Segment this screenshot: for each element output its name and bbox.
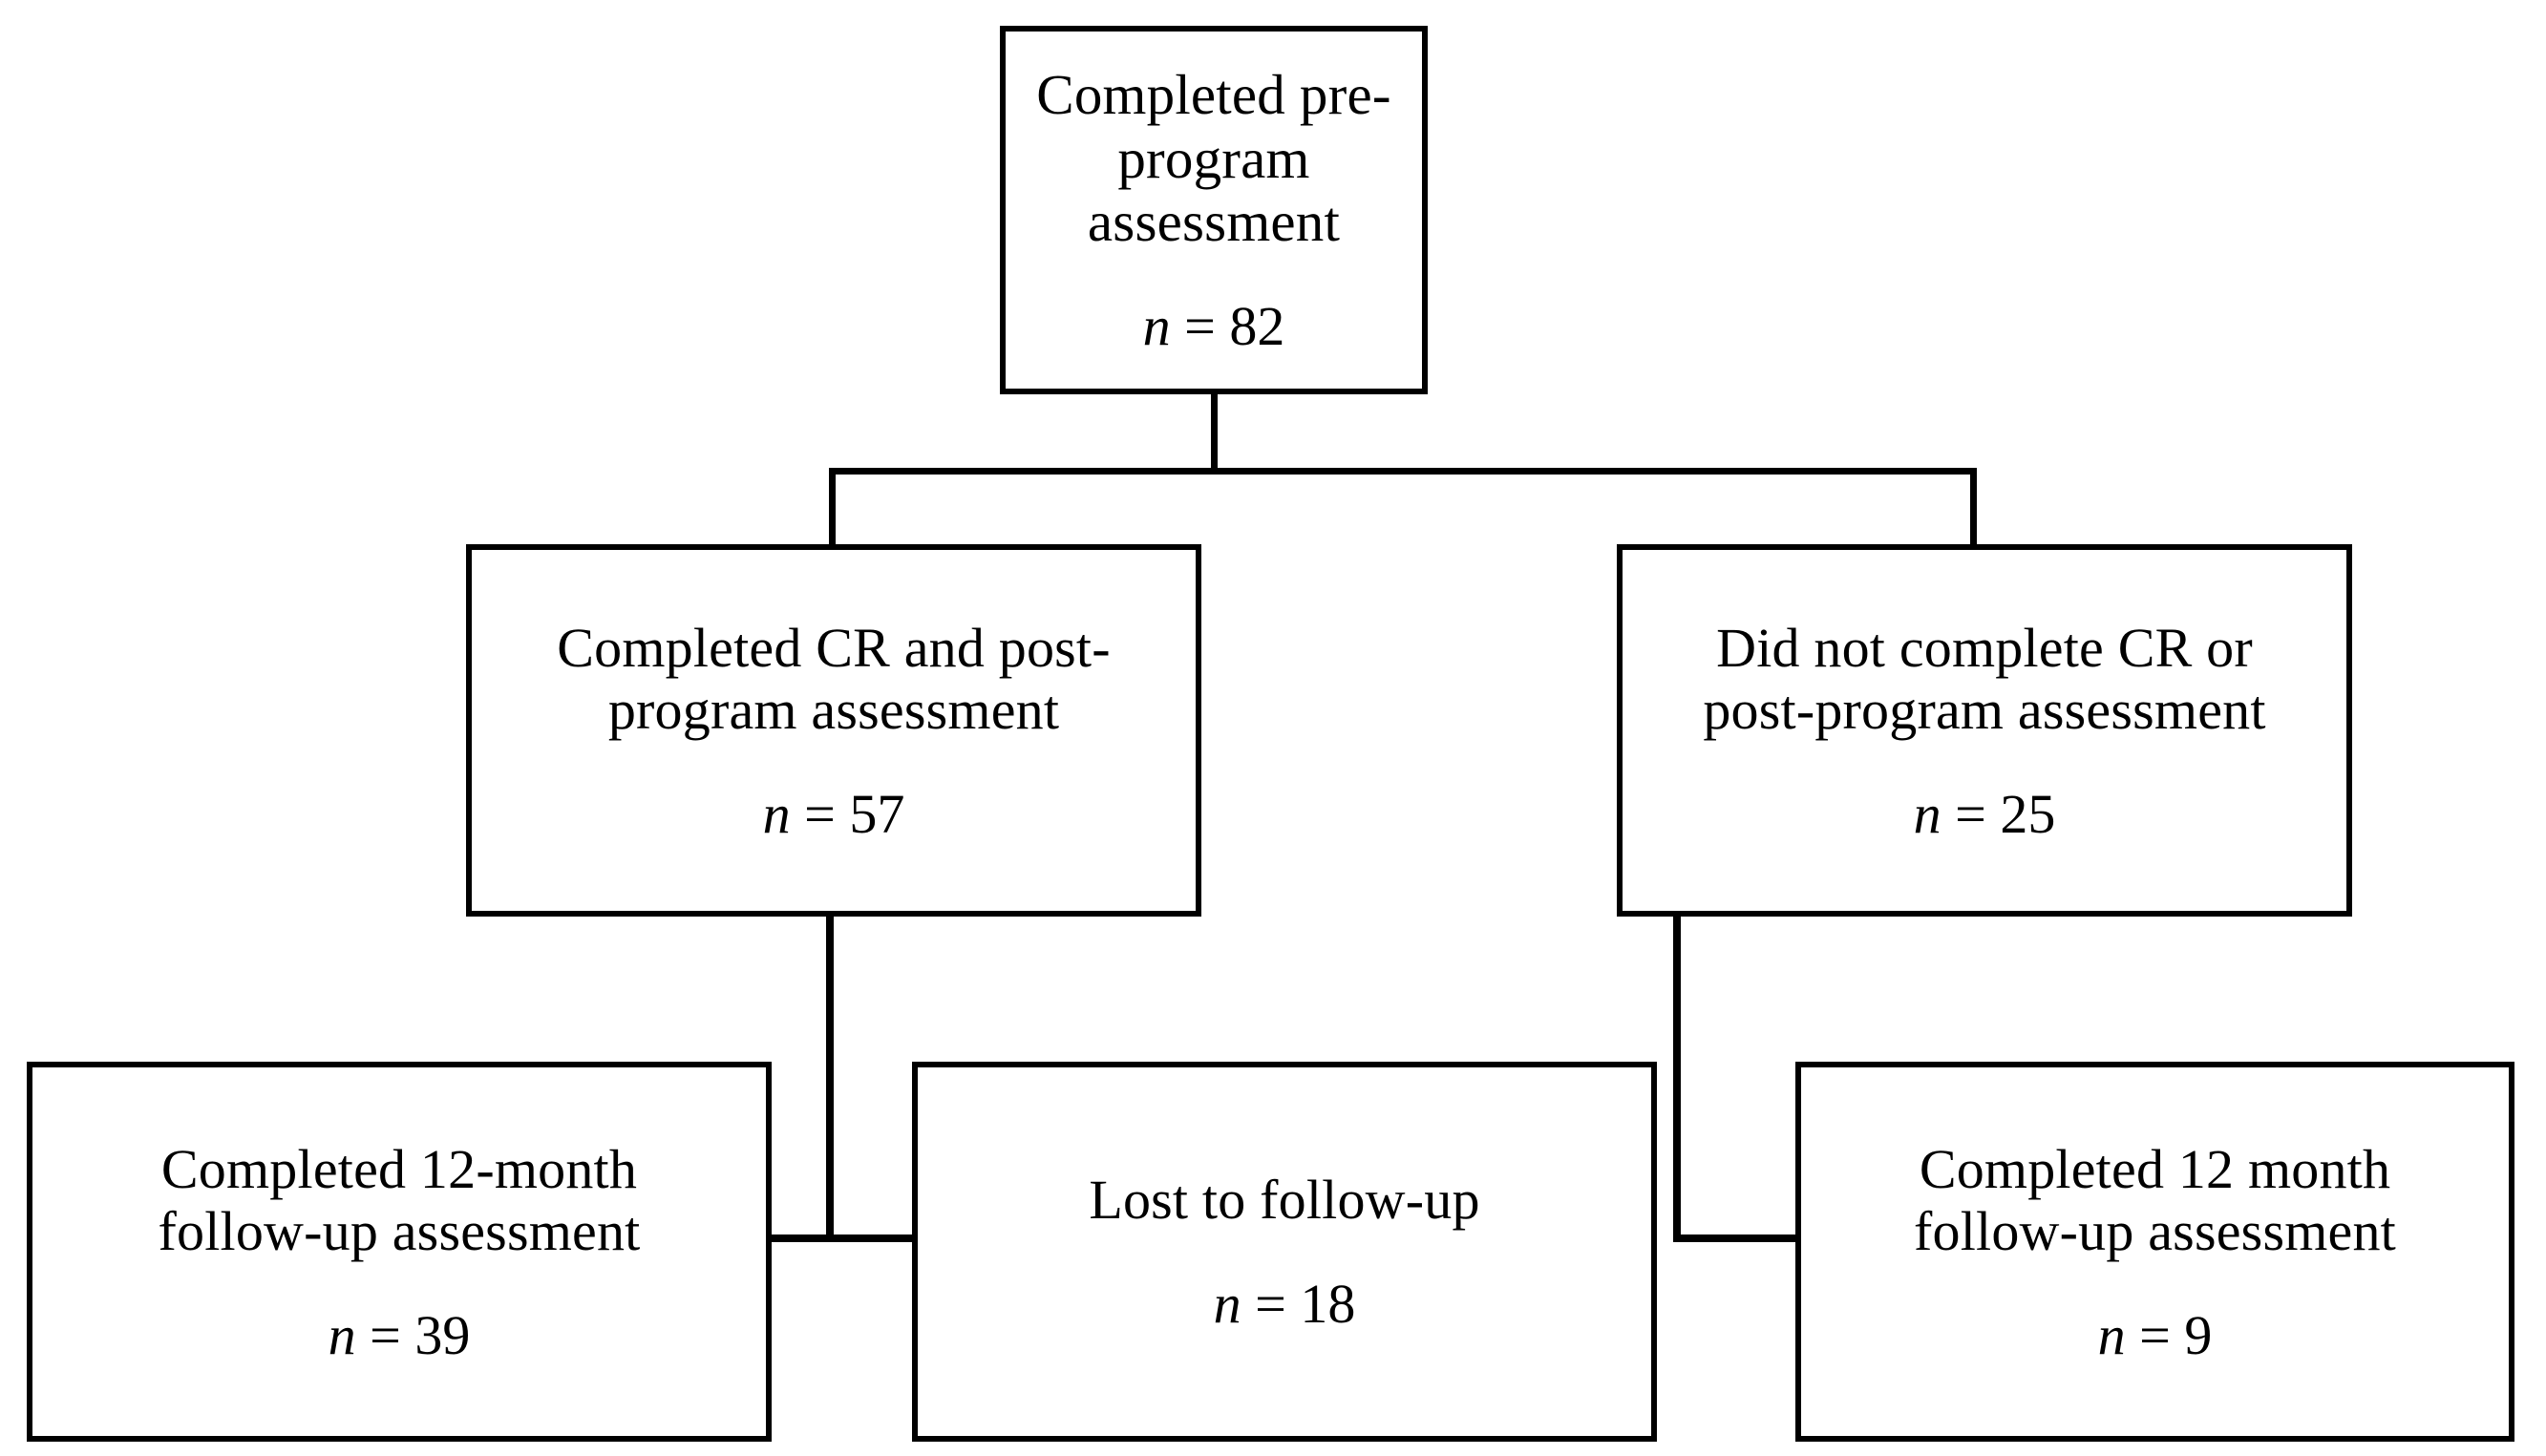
n-value: 82 [1229,295,1285,358]
node-count: n = 39 [328,1303,471,1366]
connector-bus-to-completed-cr [829,468,836,549]
n-value: 39 [414,1303,471,1366]
connector-completed-cr-join [766,1234,917,1242]
node-count: n = 82 [1143,296,1285,357]
connector-level2-bus [829,468,1977,475]
n-value: 25 [2000,782,2056,845]
n-symbol: n [1142,295,1171,358]
node-completed-12-month-follow-up-assessment-39[interactable]: Completed 12-month follow-up assessment … [27,1062,772,1442]
node-label: Lost to follow-up [1089,1169,1480,1232]
connector-pre-program-stem [1211,389,1218,475]
n-equals: = [790,782,850,845]
node-label: Completed pre-program assessment [1036,63,1391,254]
connector-bus-to-did-not-complete [1970,468,1977,549]
node-label: Completed CR and post- program assessmen… [557,616,1111,742]
connector-did-not-complete-join [1673,1234,1800,1242]
n-equals: = [1241,1272,1301,1335]
node-label: Completed 12-month follow-up assessment [158,1137,641,1263]
n-symbol: n [762,782,791,845]
n-value: 9 [2184,1303,2213,1366]
node-count: n = 25 [1913,782,2056,845]
n-symbol: n [2097,1303,2126,1366]
node-lost-to-follow-up[interactable]: Lost to follow-up n = 18 [912,1062,1657,1442]
node-completed-pre-program-assessment[interactable]: Completed pre-program assessment n = 82 [1000,26,1428,394]
n-equals: = [2125,1303,2185,1366]
n-symbol: n [1913,782,1941,845]
n-symbol: n [328,1303,356,1366]
node-count: n = 57 [762,782,905,845]
node-label: Completed 12 month follow-up assessment [1914,1137,2396,1263]
node-count: n = 18 [1213,1272,1356,1335]
connector-completed-cr-stem [826,912,834,1241]
node-count: n = 9 [2097,1303,2213,1366]
n-equals: = [1170,295,1230,358]
node-label: Did not complete CR or post-program asse… [1703,616,2266,742]
n-value: 57 [849,782,905,845]
node-completed-12-month-follow-up-assessment-9[interactable]: Completed 12 month follow-up assessment … [1795,1062,2514,1442]
node-completed-cr-and-post-program-assessment[interactable]: Completed CR and post- program assessmen… [466,544,1201,917]
n-value: 18 [1300,1272,1356,1335]
n-symbol: n [1213,1272,1241,1335]
n-equals: = [355,1303,415,1366]
connector-did-not-complete-stem [1673,912,1681,1241]
n-equals: = [1941,782,2001,845]
node-did-not-complete-cr-or-post-program-assessment[interactable]: Did not complete CR or post-program asse… [1617,544,2352,917]
